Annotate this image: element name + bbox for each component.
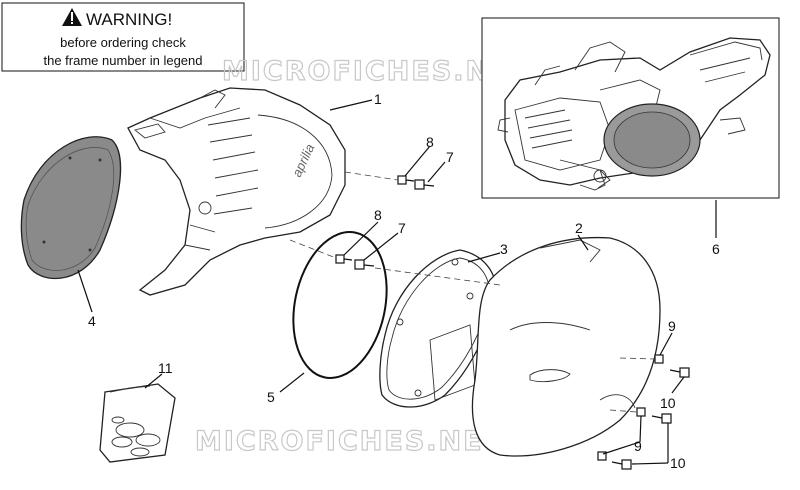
warning-box: WARNING! before ordering check the frame… — [1, 2, 245, 72]
callout-8-mid: 8 — [374, 207, 382, 223]
screw-10-lower-a — [651, 413, 672, 424]
screw-10-lower-b — [611, 459, 632, 470]
engine-inset — [481, 17, 780, 199]
part-4-flywheel-screen — [20, 136, 122, 280]
screw-10-upper — [669, 367, 690, 378]
callout-3: 3 — [500, 241, 508, 257]
callout-8-upper: 8 — [426, 134, 434, 150]
callout-10-upper: 10 — [660, 395, 676, 411]
assembly-guide-lines — [289, 171, 656, 413]
part-2-side-cover — [471, 236, 661, 457]
callout-9-upper: 9 — [668, 318, 676, 334]
engine-illustration — [497, 37, 771, 191]
screw-9-upper — [654, 354, 664, 364]
warning-title: WARNING! — [86, 10, 172, 29]
part-11-gasket-kit — [99, 383, 176, 463]
callout-5: 5 — [267, 389, 275, 405]
screw-9-lower-a — [636, 407, 646, 417]
callout-7-upper: 7 — [446, 149, 454, 165]
callout-11: 11 — [158, 360, 173, 376]
screw-8-mid — [335, 254, 353, 264]
leader-lines — [77, 99, 717, 465]
warning-triangle-icon — [62, 8, 82, 26]
callout-1: 1 — [374, 91, 382, 107]
part-1-fan-cover: aprilia — [127, 87, 346, 296]
screw-9-lower-b — [597, 451, 607, 461]
callout-4: 4 — [88, 313, 96, 329]
callout-6: 6 — [712, 241, 720, 257]
callout-7-mid: 7 — [398, 220, 406, 236]
callout-9-lower: 9 — [634, 438, 642, 454]
screws — [335, 175, 690, 470]
watermark-top: MICROFICHES.NET — [222, 56, 531, 87]
warning-line-2: the frame number in legend — [44, 53, 203, 68]
screw-8-upper — [397, 175, 415, 185]
callout-10-lower: 10 — [670, 455, 686, 471]
screw-7-mid — [354, 259, 375, 270]
part-5-o-ring — [292, 231, 388, 379]
callout-2: 2 — [575, 220, 583, 236]
watermark-bottom: MICROFICHES.NET — [195, 426, 504, 457]
callout-numbers: 1 2 3 4 5 6 7 7 8 8 9 9 10 10 11 — [88, 91, 720, 471]
screw-7-upper — [414, 179, 435, 190]
warning-line-1: before ordering check — [60, 35, 186, 50]
